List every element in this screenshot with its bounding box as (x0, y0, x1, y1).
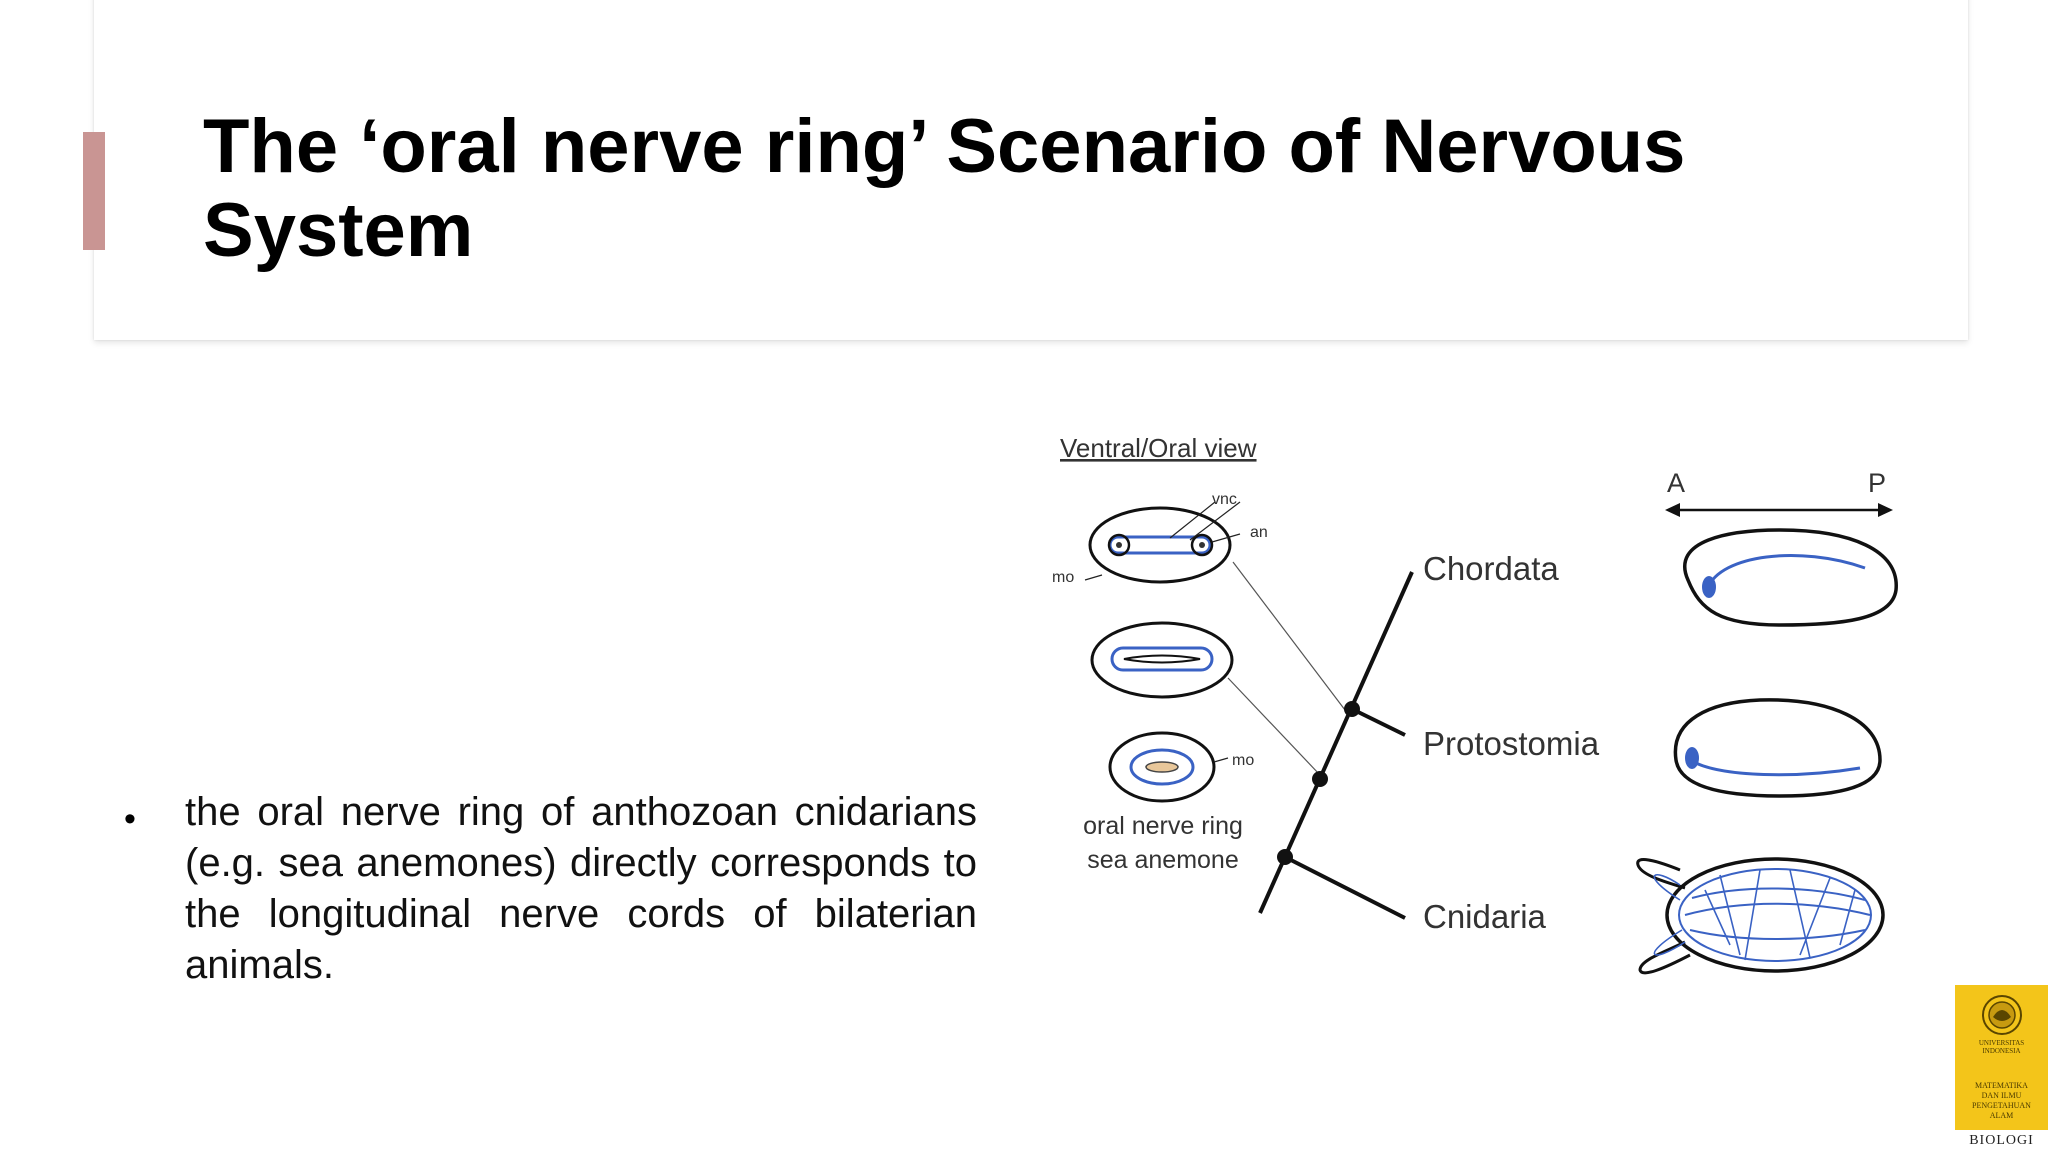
logo-text-line3: MATEMATIKA (1975, 1081, 2028, 1090)
vnc-label: vnc (1212, 491, 1237, 508)
logo-badge: UNIVERSITAS INDONESIA MATEMATIKA DAN ILM… (1955, 985, 2048, 1130)
axis-label-a: A (1667, 468, 1685, 498)
makara-emblem-icon (1982, 995, 2022, 1035)
mo-label-bottom: mo (1232, 752, 1254, 769)
chordata-body (1683, 528, 1898, 627)
caption-sea-anemone: sea anemone (1087, 846, 1239, 874)
phylogenetic-tree (1258, 571, 1414, 920)
title-accent-bar (83, 132, 105, 250)
logo-text-line6: ALAM (1989, 1111, 2014, 1120)
logo-text-line2: INDONESIA (1982, 1047, 2021, 1055)
bullet-text: the oral nerve ring of anthozoan cnidari… (185, 790, 977, 987)
nerve-ring-figure: Ventral/Oral view vnc an mo (1040, 430, 1910, 990)
caption-oral-nerve-ring: oral nerve ring (1083, 812, 1243, 840)
title-card (94, 0, 1968, 340)
logo-text-line4: DAN ILMU (1981, 1091, 2022, 1100)
view-label: Ventral/Oral view (1060, 433, 1257, 463)
logo-text-line1: UNIVERSITAS (1978, 1039, 2025, 1047)
cnidaria-body (1636, 857, 1885, 975)
university-logo: UNIVERSITAS INDONESIA MATEMATIKA DAN ILM… (1955, 985, 2048, 1152)
taxon-protostomia: Protostomia (1423, 725, 1600, 762)
taxon-cnidaria: Cnidaria (1423, 898, 1547, 935)
anterior-posterior-axis (1665, 503, 1893, 517)
an-label: an (1250, 524, 1268, 541)
oral-view-chordata (1084, 501, 1241, 584)
taxon-chordata: Chordata (1423, 550, 1559, 587)
bullet-marker: • (124, 800, 136, 838)
slide-title: The ‘oral nerve ring’ Scenario of Nervou… (203, 104, 1686, 273)
logo-text-line5: PENGETAHUAN (1972, 1101, 2031, 1110)
axis-label-p: P (1868, 468, 1886, 498)
mo-label-top: mo (1052, 569, 1074, 586)
logo-label: BIOLOGI (1969, 1133, 2034, 1148)
oral-view-sea-anemone (1108, 731, 1229, 803)
protostomia-body (1673, 698, 1882, 798)
oral-view-protostomia (1090, 621, 1234, 699)
phylogeny-diagram: Ventral/Oral view vnc an mo (1052, 433, 1898, 975)
